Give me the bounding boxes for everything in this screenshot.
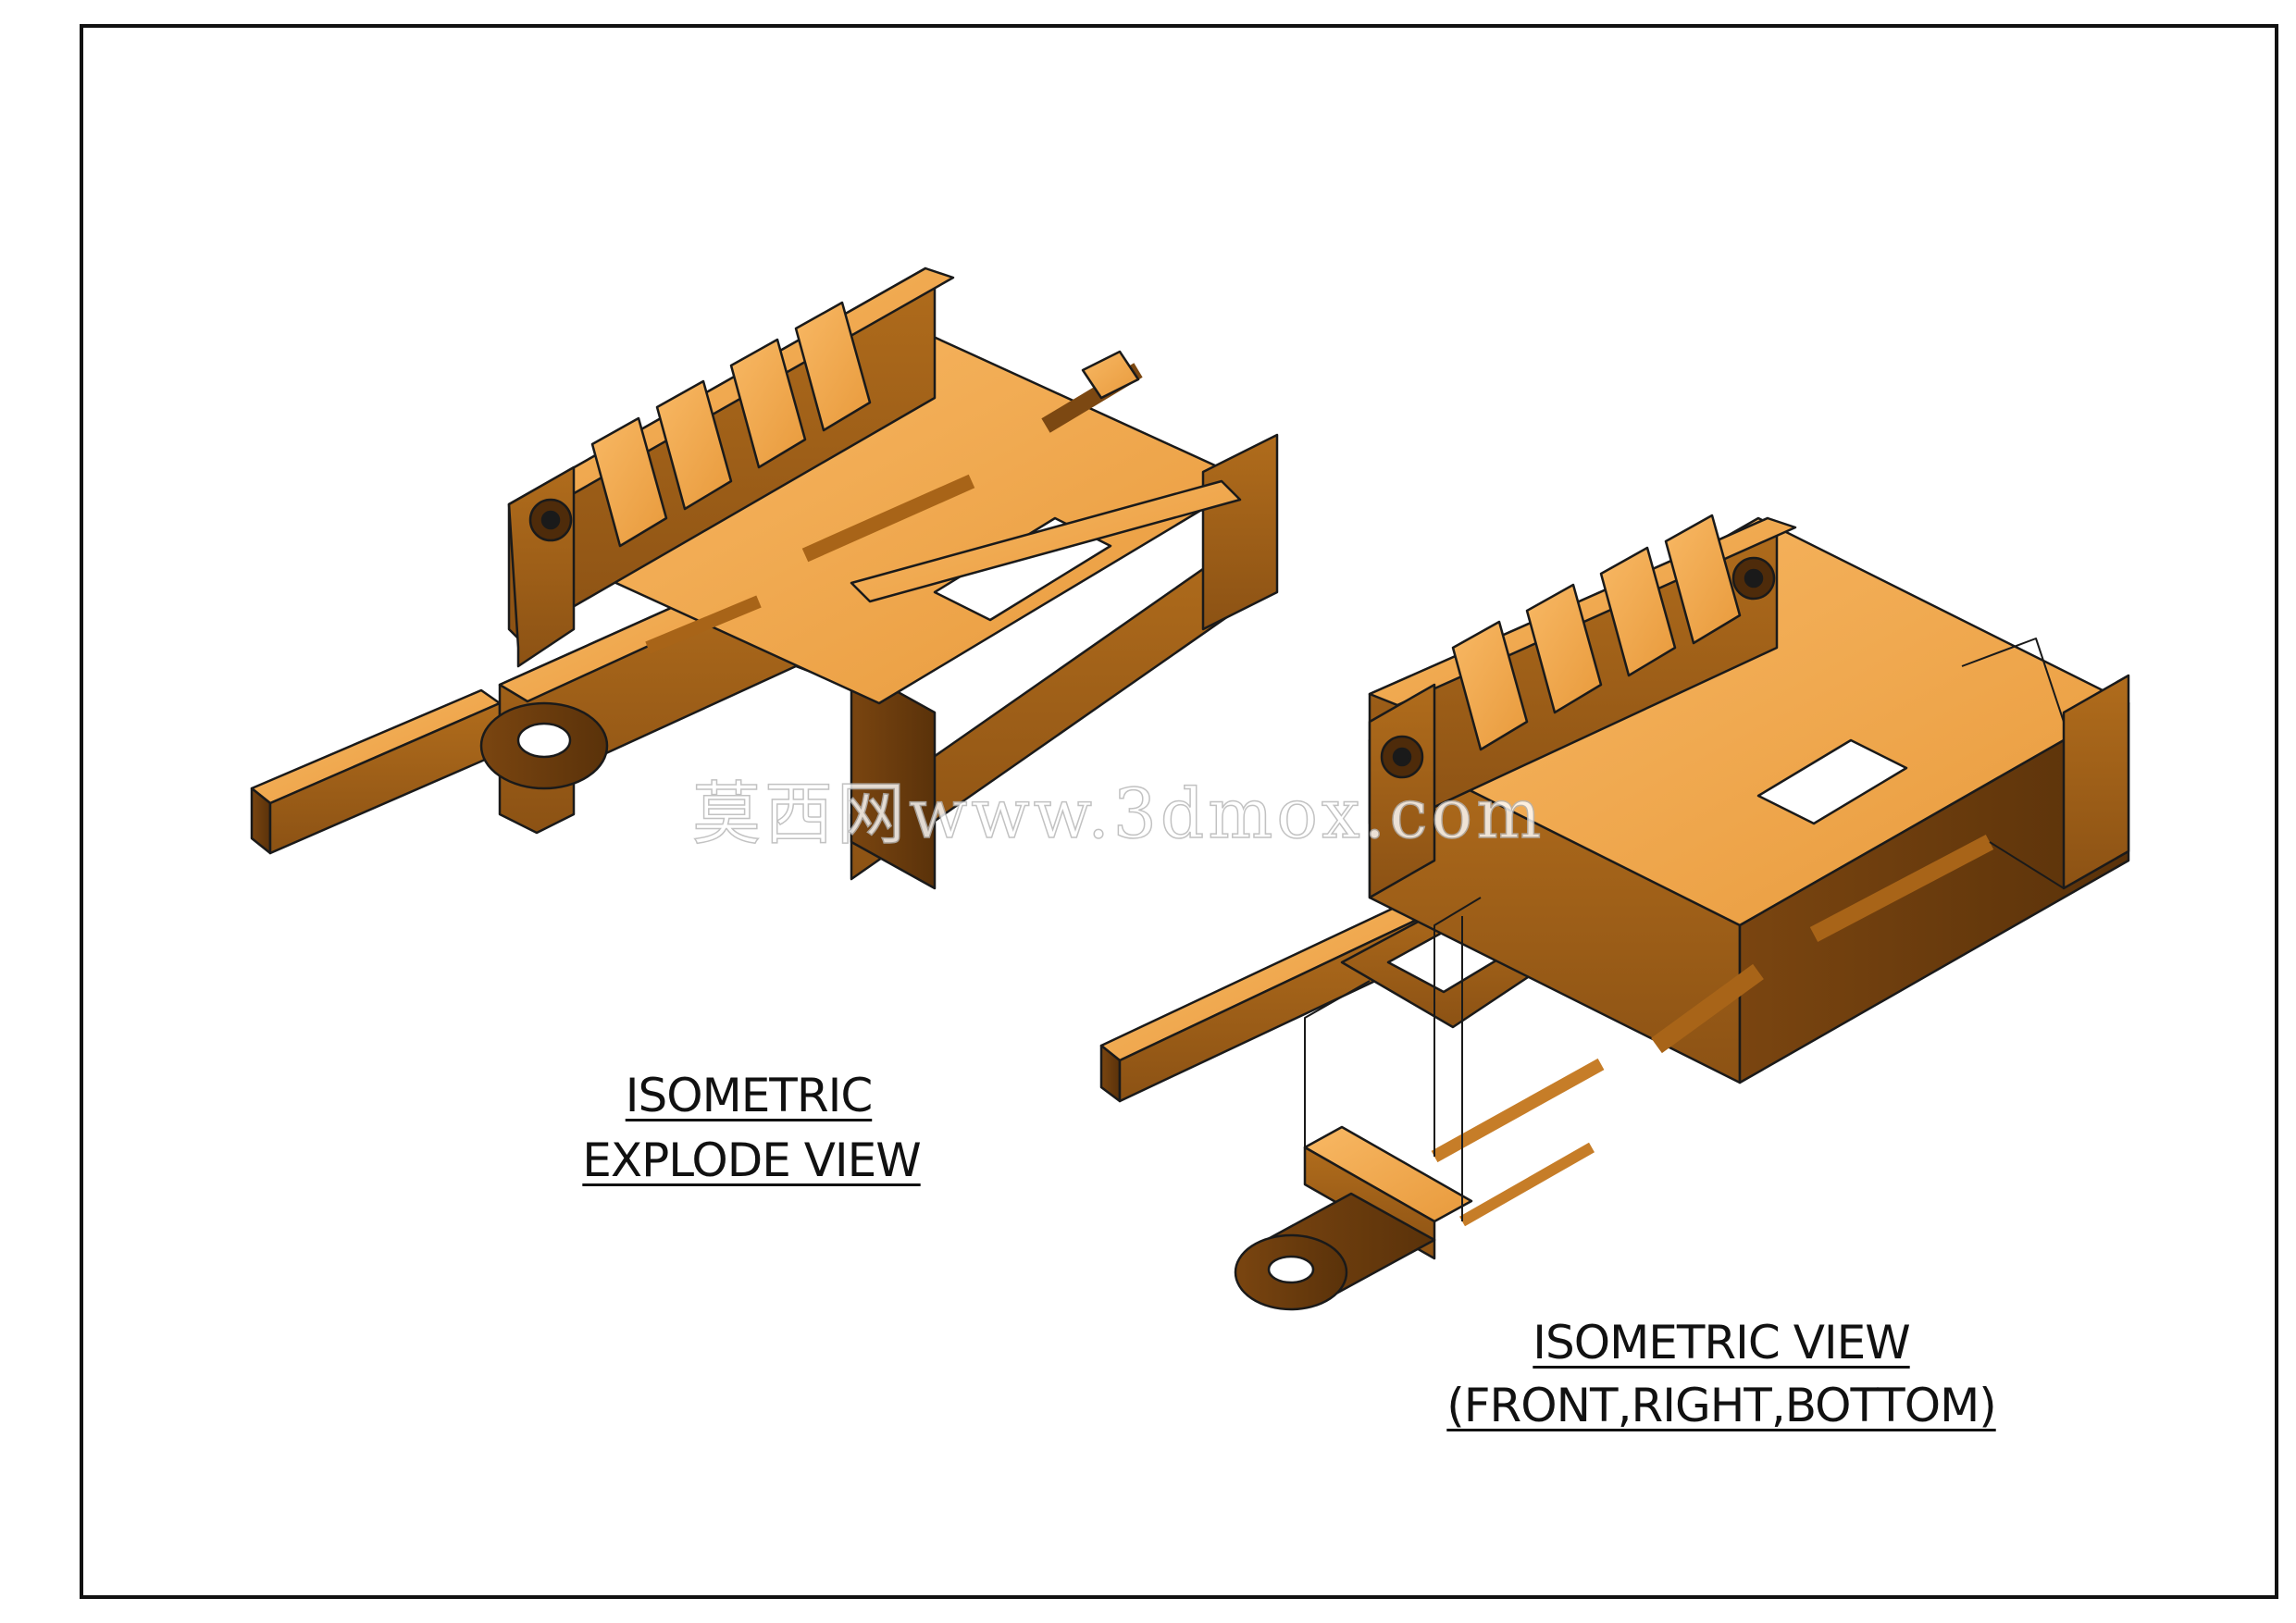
left-view-label-line1: ISOMETRIC — [625, 1069, 874, 1122]
r-cylinder-1 — [1651, 963, 1764, 1054]
isometric-view-front-right-bottom-drawing — [1099, 514, 2130, 1311]
r-left-end-plate — [1368, 683, 1436, 899]
fin-2 — [655, 379, 733, 511]
r-body-window — [1756, 738, 1908, 825]
r-fin-2 — [1525, 583, 1603, 714]
eye-lug-hole — [516, 722, 572, 759]
r-right-end-plate — [2062, 674, 2130, 890]
shaft-3 — [801, 474, 975, 563]
fin-3 — [729, 338, 807, 469]
cross-rail — [850, 479, 1242, 603]
right-view-label-line2: (FRONT,RIGHT,BOTTOM) — [1446, 1379, 1996, 1432]
body-right-face — [850, 664, 937, 890]
r-fin-3 — [1599, 546, 1677, 677]
r-fin-4 — [1664, 514, 1742, 645]
r-right-bearing-hole — [1744, 568, 1764, 588]
fin-1 — [590, 416, 668, 548]
shaft-2 — [645, 595, 762, 654]
explode-leader-lines — [1304, 638, 2065, 1221]
watermark-text: 莫西网www.3dmox.com — [691, 774, 1545, 855]
r-lug-eye-hole — [1267, 1255, 1315, 1284]
r-left-bearing-hole — [1392, 747, 1412, 767]
sheet-border — [80, 24, 2278, 1599]
left-end-plate — [507, 465, 576, 668]
r-pin-1 — [1431, 1058, 1605, 1163]
right-view-label-line1: ISOMETRIC VIEW — [1533, 1316, 1910, 1369]
fin-4 — [794, 301, 872, 432]
r-pin-2 — [1459, 1142, 1595, 1227]
left-view-label-line2: EXPLODE VIEW — [582, 1134, 921, 1187]
left-end-plate-bearing-hole — [540, 510, 561, 530]
clevis — [1081, 350, 1140, 400]
r-fin-1 — [1451, 620, 1529, 751]
isometric-explode-view-drawing — [250, 266, 1279, 890]
r-body-side — [1738, 701, 2130, 1084]
r-cylinder-2 — [1809, 835, 1994, 942]
